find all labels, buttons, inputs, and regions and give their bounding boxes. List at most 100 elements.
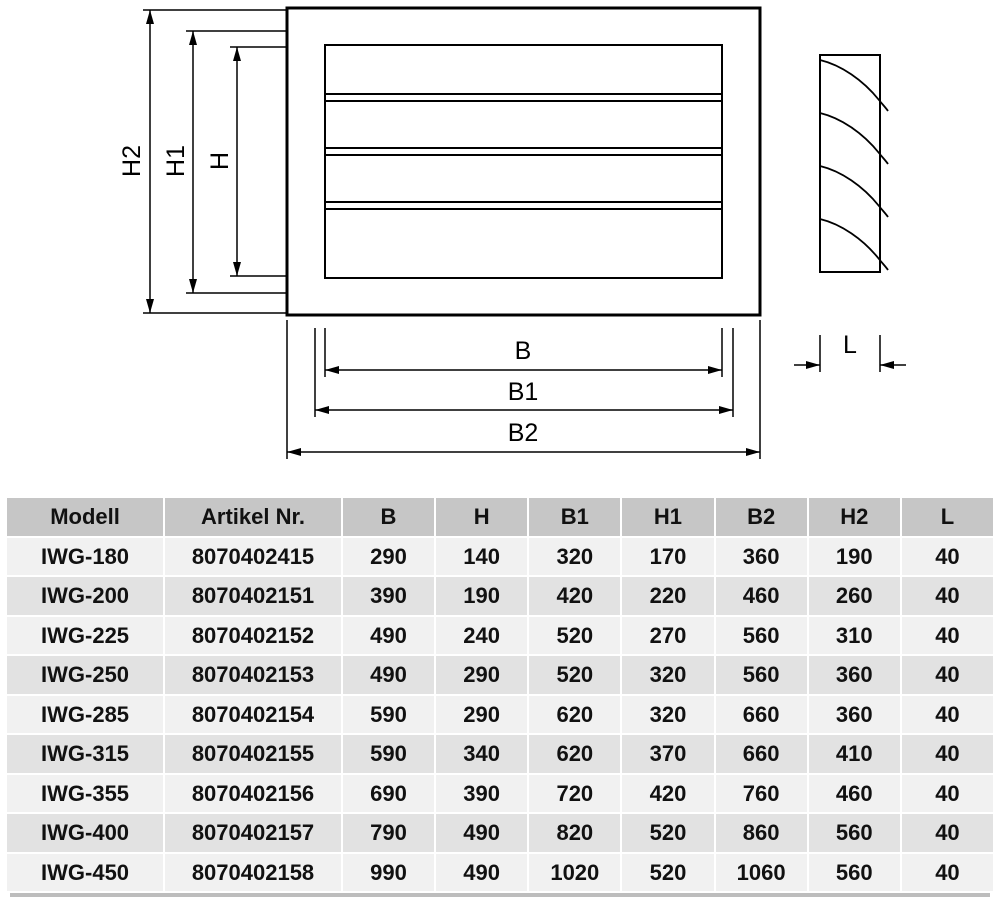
dim-label-b: B [515, 337, 532, 365]
front-view [285, 6, 762, 317]
spec-cell: 620 [527, 693, 623, 735]
spec-cell: 1020 [527, 851, 623, 893]
model-cell: IWG-450 [4, 851, 166, 893]
spec-cell: 220 [620, 575, 716, 617]
spec-table: Modell Artikel Nr. B H B1 H1 B2 H2 L IWG… [4, 496, 996, 893]
spec-cell: 360 [713, 535, 809, 577]
spec-cell: 8070402151 [163, 575, 343, 617]
spec-cell: 320 [527, 535, 623, 577]
spec-cell: 8070402415 [163, 535, 343, 577]
model-cell: IWG-250 [4, 654, 166, 696]
spec-cell: 40 [899, 772, 996, 814]
spec-cell: 820 [527, 812, 623, 854]
spec-cell: 460 [806, 772, 902, 814]
spec-cell: 40 [899, 812, 996, 854]
spec-cell: 340 [434, 733, 530, 775]
spec-cell: 790 [340, 812, 437, 854]
col-header-h2: H2 [806, 496, 902, 538]
model-cell: IWG-400 [4, 812, 166, 854]
spec-cell: 360 [806, 693, 902, 735]
spec-cell: 560 [806, 812, 902, 854]
spec-cell: 420 [620, 772, 716, 814]
spec-cell: 8070402154 [163, 693, 343, 735]
spec-cell: 320 [620, 693, 716, 735]
col-header-h: H [434, 496, 530, 538]
spec-cell: 520 [620, 812, 716, 854]
col-header-b2: B2 [713, 496, 809, 538]
spec-cell: 40 [899, 535, 996, 577]
spec-cell: 660 [713, 733, 809, 775]
spec-cell: 560 [713, 654, 809, 696]
spec-cell: 460 [713, 575, 809, 617]
spec-cell: 490 [340, 614, 437, 656]
model-cell: IWG-285 [4, 693, 166, 735]
grille-face [324, 44, 723, 279]
spec-cell: 8070402153 [163, 654, 343, 696]
spec-cell: 290 [434, 654, 530, 696]
outer-frame [285, 6, 762, 317]
dimension-labels: H2 H1 H B B1 B2 L [118, 145, 857, 447]
spec-cell: 490 [434, 812, 530, 854]
spec-cell: 720 [527, 772, 623, 814]
col-header-h1: H1 [620, 496, 716, 538]
spec-cell: 8070402156 [163, 772, 343, 814]
spec-cell: 8070402155 [163, 733, 343, 775]
col-header-b: B [340, 496, 437, 538]
spec-cell: 40 [899, 851, 996, 893]
col-header-b1: B1 [527, 496, 623, 538]
spec-cell: 370 [620, 733, 716, 775]
spec-cell: 560 [713, 614, 809, 656]
spec-cell: 40 [899, 654, 996, 696]
spec-cell: 310 [806, 614, 902, 656]
spec-cell: 260 [806, 575, 902, 617]
spec-cell: 690 [340, 772, 437, 814]
col-header-modell: Modell [4, 496, 166, 538]
dim-label-h: H [206, 152, 234, 170]
l-dimension [794, 335, 906, 372]
spec-cell: 170 [620, 535, 716, 577]
spec-cell: 420 [527, 575, 623, 617]
spec-cell: 40 [899, 733, 996, 775]
model-cell: IWG-225 [4, 614, 166, 656]
spec-cell: 410 [806, 733, 902, 775]
spec-cell: 520 [527, 654, 623, 696]
dim-label-b1: B1 [508, 378, 539, 406]
model-cell: IWG-180 [4, 535, 166, 577]
width-dimensions [286, 320, 761, 459]
spec-cell: 990 [340, 851, 437, 893]
spec-cell: 290 [434, 693, 530, 735]
spec-cell: 320 [620, 654, 716, 696]
spec-cell: 140 [434, 535, 530, 577]
spec-cell: 190 [434, 575, 530, 617]
spec-cell: 490 [340, 654, 437, 696]
spec-cell: 8070402157 [163, 812, 343, 854]
height-dimensions [143, 9, 287, 314]
spec-cell: 560 [806, 851, 902, 893]
col-header-l: L [899, 496, 996, 538]
spec-table-section: Modell Artikel Nr. B H B1 H1 B2 H2 L IWG… [4, 496, 996, 897]
spec-cell: 520 [527, 614, 623, 656]
spec-cell: 860 [713, 812, 809, 854]
spec-cell: 40 [899, 575, 996, 617]
dim-label-b2: B2 [508, 419, 539, 447]
spec-cell: 8070402152 [163, 614, 343, 656]
spec-cell: 40 [899, 614, 996, 656]
spec-cell: 190 [806, 535, 902, 577]
spec-cell: 390 [434, 772, 530, 814]
spec-cell: 290 [340, 535, 437, 577]
louver-blades [819, 59, 889, 271]
model-cell: IWG-315 [4, 733, 166, 775]
side-view [819, 54, 889, 273]
dim-label-l: L [843, 331, 857, 359]
spec-cell: 360 [806, 654, 902, 696]
